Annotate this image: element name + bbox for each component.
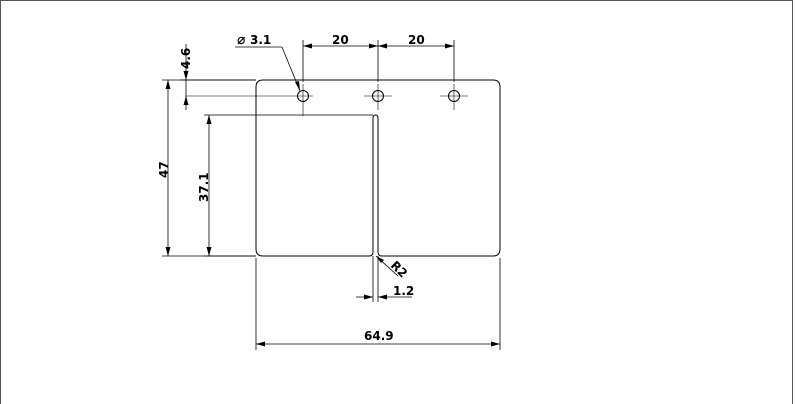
hole-pitch-1-label: 20: [332, 33, 349, 47]
slot-length-dimension: 37.1: [197, 114, 373, 257]
slot-radius-label: R2: [388, 258, 410, 280]
part-top-edge: [263, 79, 501, 88]
slot-width-label: 1.2: [393, 284, 414, 298]
hole-pitch-2-label: 20: [408, 33, 425, 47]
hole-diameter-callout: ⌀ 3.1: [235, 32, 301, 92]
hole-diameter-label: 3.1: [250, 33, 271, 47]
hole-2: [364, 84, 392, 110]
part-left-edge: [255, 87, 374, 257]
overall-width-dimension: 64.9: [255, 258, 501, 350]
mounting-holes: [186, 84, 468, 116]
diameter-symbol: ⌀: [237, 32, 246, 48]
hole-offset-dimension: 4.6: [179, 44, 256, 110]
hole-offset-label: 4.6: [179, 48, 193, 69]
overall-height-dimension: 47: [157, 79, 256, 257]
hole-pitch-dimensions: 20 20: [302, 33, 455, 82]
part-right-edge: [377, 87, 501, 257]
slot-length-label: 37.1: [197, 172, 211, 202]
slot-radius-callout: R2: [375, 255, 410, 281]
hole-1: [186, 84, 313, 116]
slot-width-dimension: 1.2: [356, 256, 414, 302]
hole-3: [440, 84, 468, 110]
overall-width-label: 64.9: [364, 329, 394, 343]
part-outline: [255, 79, 501, 257]
slot-outline: [372, 114, 379, 252]
overall-height-label: 47: [157, 161, 171, 178]
